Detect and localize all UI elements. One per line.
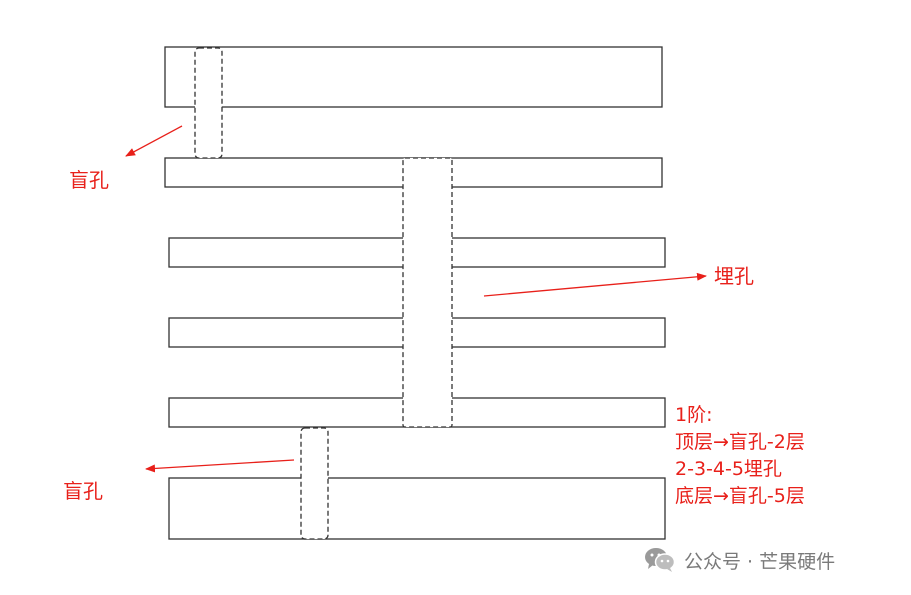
note-line-4: 底层→盲孔-5层: [675, 485, 805, 507]
note-line-3: 2-3-4-5埋孔: [675, 458, 782, 480]
note-line-2: 顶层→盲孔-2层: [675, 431, 805, 453]
arrow-blind-bottom: [145, 459, 295, 473]
stackup-note: 1阶: 顶层→盲孔-2层 2-3-4-5埋孔 底层→盲孔-5层: [675, 402, 805, 510]
buried-via: [402, 157, 453, 428]
wechat-icon: [645, 548, 676, 572]
label-buried-via: 埋孔: [714, 264, 754, 288]
layer-1-top: [164, 46, 663, 108]
watermark: 公众号 · 芒果硬件: [644, 546, 835, 574]
blind-via-bottom: [300, 427, 329, 540]
arrow-buried: [483, 272, 707, 297]
label-blind-via-bottom: 盲孔: [63, 479, 103, 503]
layer-6-bottom: [168, 477, 666, 540]
label-blind-via-top: 盲孔: [69, 168, 109, 192]
blind-via-top: [194, 47, 223, 159]
note-line-1: 1阶:: [675, 404, 713, 426]
arrow-blind-top: [125, 125, 183, 157]
watermark-text: 公众号 · 芒果硬件: [684, 550, 836, 573]
